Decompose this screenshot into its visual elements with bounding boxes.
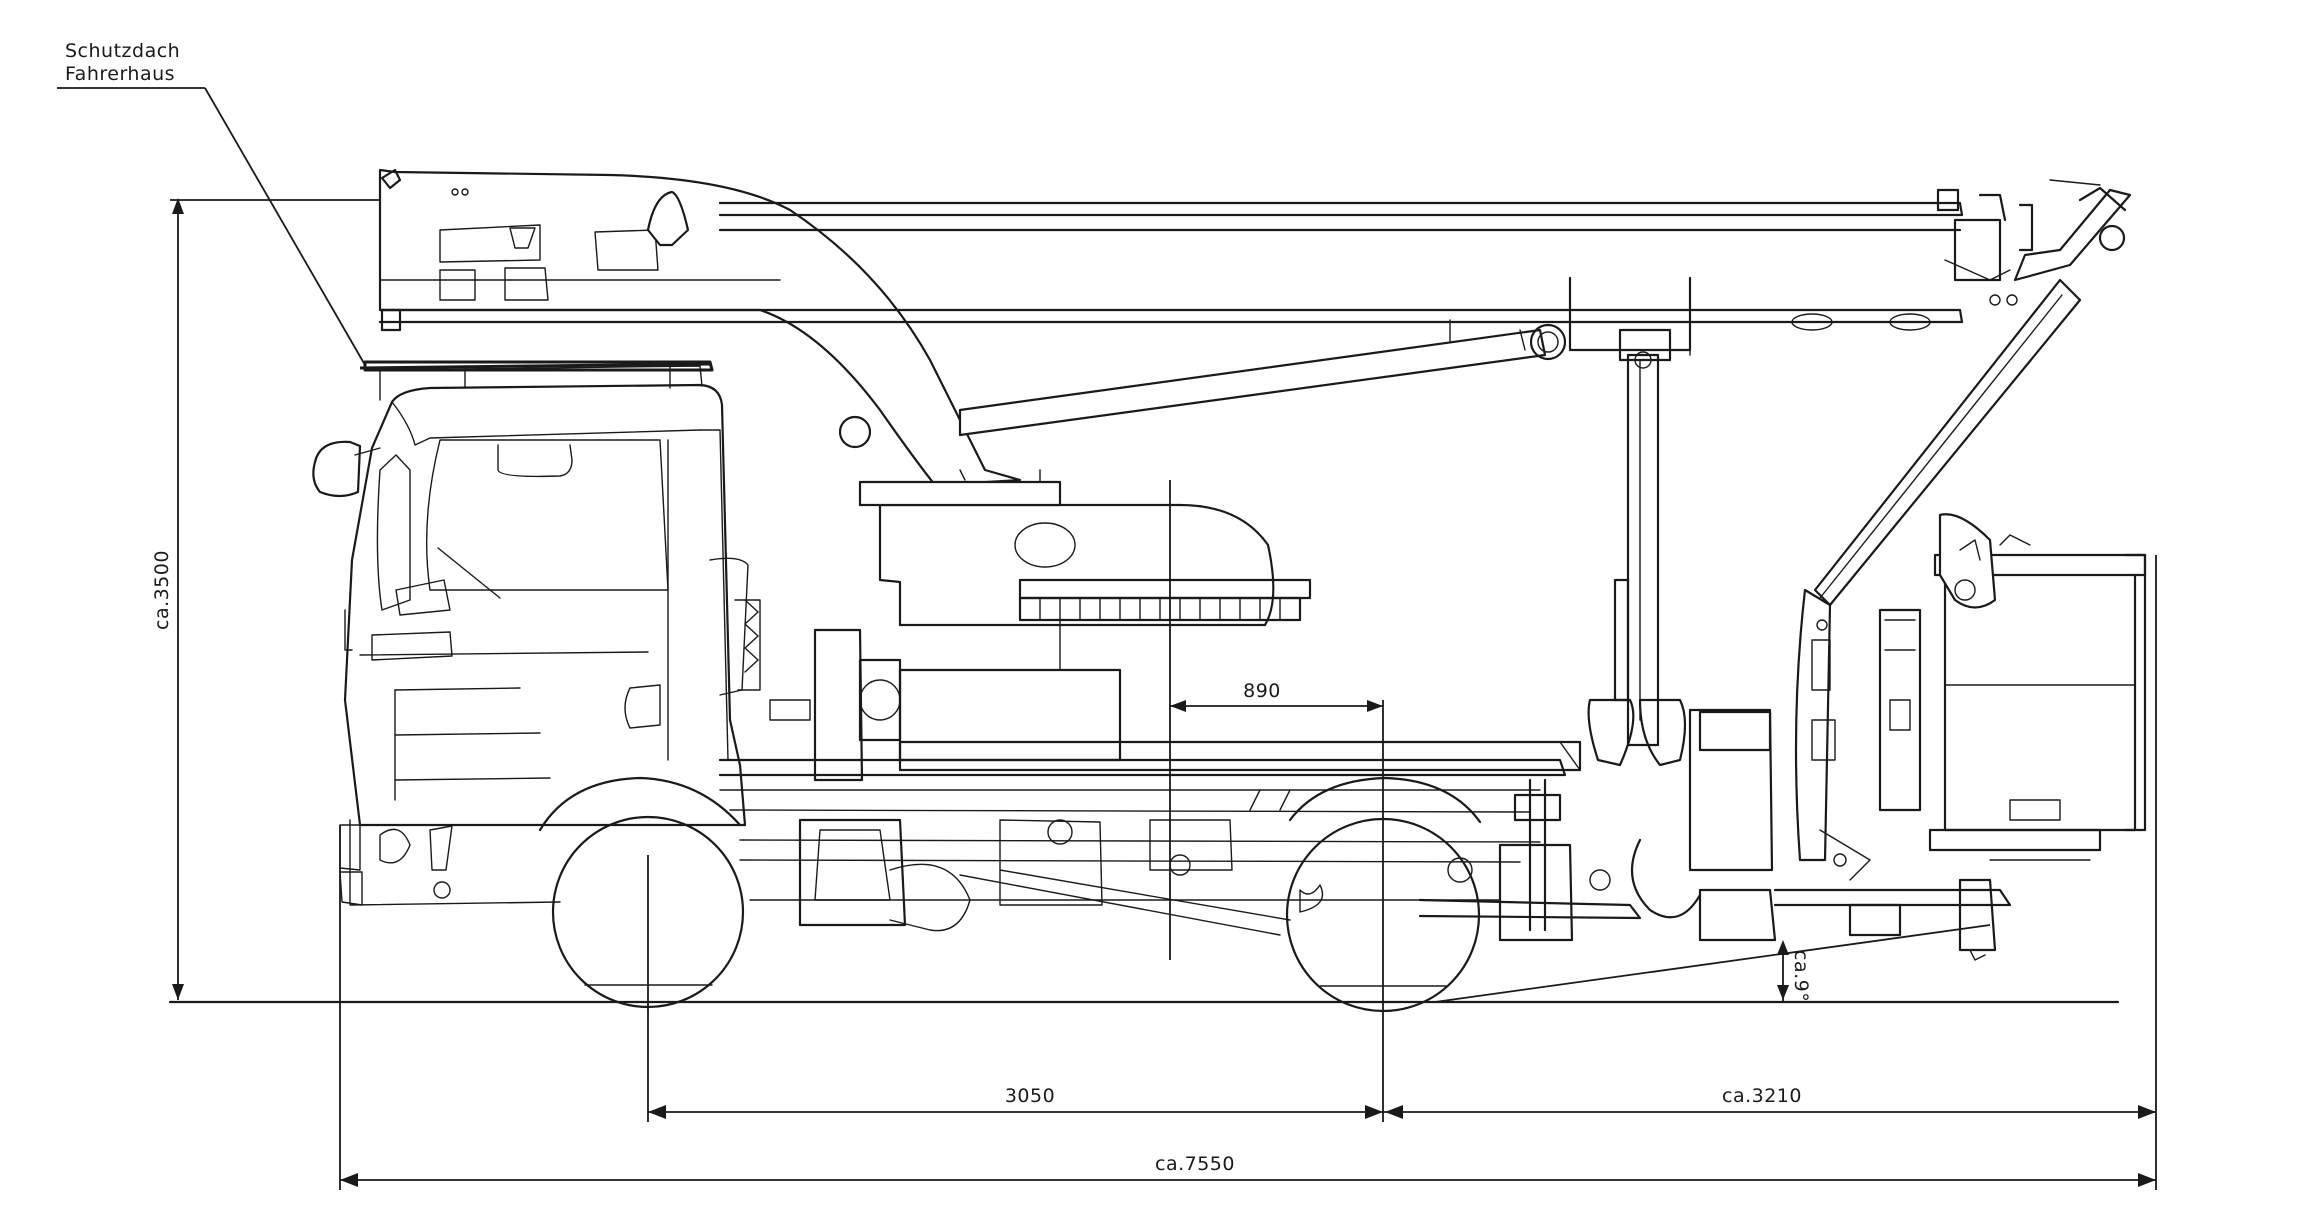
total-length-label: ca.7550 xyxy=(1155,1153,1235,1175)
wheelbase-label: 3050 xyxy=(1005,1085,1055,1107)
height-dimension xyxy=(170,198,380,1000)
main-boom xyxy=(378,168,1062,507)
lift-cylinder xyxy=(958,323,1567,437)
ramp-angle-label: ca.9° xyxy=(1790,950,1812,1002)
height-dimension-label: ca.3500 xyxy=(151,550,173,630)
wheelbase-dimension xyxy=(648,1105,1383,1119)
annotation-leader xyxy=(57,87,366,366)
cab-guard xyxy=(363,360,714,372)
work-basket xyxy=(1928,513,2147,861)
total-length-dimension xyxy=(340,1173,2156,1187)
vehicle-bed xyxy=(898,710,1772,772)
rear-overhang-dimension xyxy=(1383,1105,2156,1119)
turret-offset-dimension xyxy=(1170,700,1383,712)
telescopic-boom xyxy=(378,188,2034,356)
extension-lines xyxy=(339,480,2157,1190)
front-wheel xyxy=(538,776,745,1009)
ramp-angle-indicator xyxy=(1434,924,1991,1003)
boom-rest xyxy=(1568,276,1692,747)
jib-arm xyxy=(1794,179,2132,881)
annotation-line1: Schutzdach xyxy=(65,40,180,62)
rear-overhang-label: ca.3210 xyxy=(1722,1085,1802,1107)
annotation-line2: Fahrerhaus xyxy=(65,63,175,85)
rear-outrigger xyxy=(1513,698,2012,961)
truck-cab xyxy=(312,362,761,906)
chassis-frame xyxy=(718,758,1642,942)
turntable xyxy=(769,503,1312,782)
turret-offset-label: 890 xyxy=(1243,680,1281,702)
